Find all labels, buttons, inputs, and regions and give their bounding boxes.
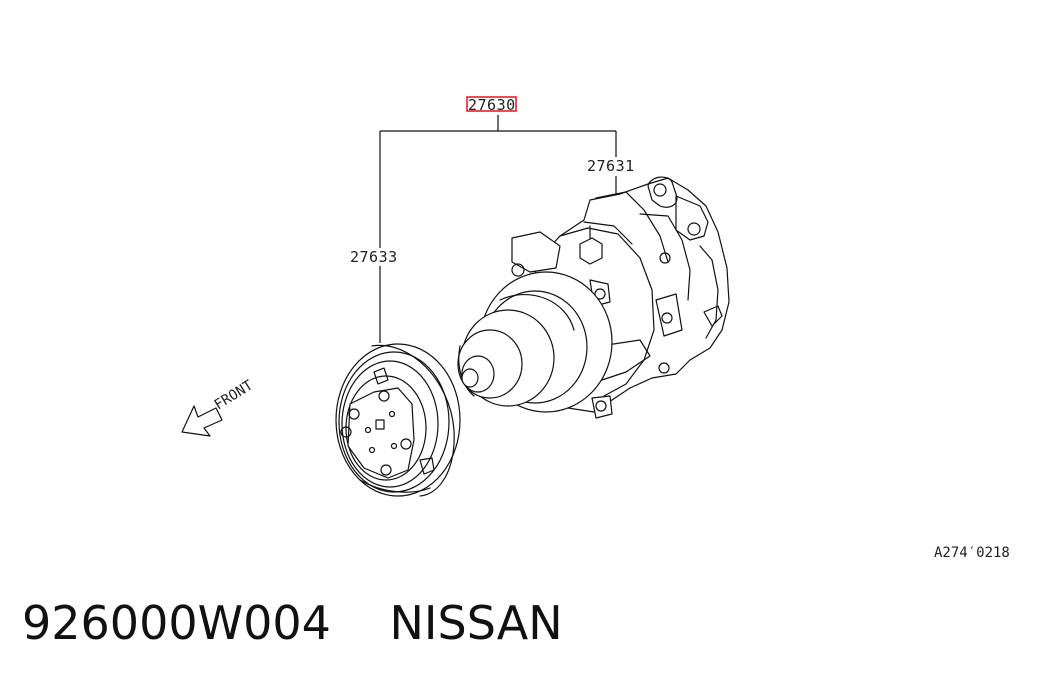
compressor-body [457, 176, 730, 419]
front-direction-indicator: FRONT [181, 377, 257, 437]
part-footer: 926000W004 NISSAN [22, 596, 563, 650]
callout-assembly[interactable]: 27630 [468, 96, 516, 114]
brand-name: NISSAN [389, 596, 563, 650]
front-label: FRONT [212, 377, 257, 413]
callout-clutch-pulley[interactable]: 27633 [350, 248, 398, 266]
callout-compressor[interactable]: 27631 [587, 157, 635, 175]
front-arrow-icon [181, 405, 223, 437]
part-number: 926000W004 [22, 596, 331, 650]
clutch-pulley [335, 343, 461, 497]
leader-lines [379, 115, 617, 343]
diagram-reference-code: A274′0218 [934, 545, 1010, 561]
callout-highlight-box [466, 96, 517, 112]
